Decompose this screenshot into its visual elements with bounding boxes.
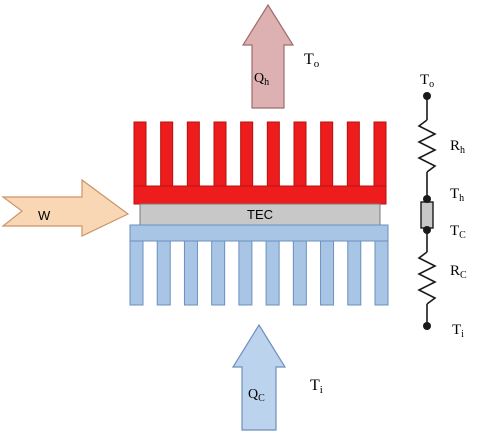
resistor-rh xyxy=(417,119,437,173)
tec-label: TEC xyxy=(247,207,273,222)
circuit-rh-label: Rh xyxy=(450,138,465,156)
cold-sink-fin xyxy=(347,239,362,306)
cold-sink-fin xyxy=(265,239,280,306)
cold-heat-sink xyxy=(129,224,389,306)
ti-label: Ti xyxy=(310,377,323,396)
w-arrow-shape xyxy=(1,178,130,237)
qc-arrow: QC xyxy=(231,323,287,431)
circuit-ti-label: Ti xyxy=(452,322,464,340)
cold-sink-fin xyxy=(292,239,307,306)
cold-sink-fin xyxy=(320,239,335,306)
hot-sink-fin xyxy=(346,121,360,188)
qh-arrow: Qh xyxy=(241,3,295,109)
to-label: To xyxy=(304,51,320,70)
qc-arrow-shape xyxy=(231,323,287,431)
tec-circuit-element xyxy=(420,201,434,229)
circuit-tc-label: TC xyxy=(450,223,466,241)
cold-sink-fin xyxy=(183,239,198,306)
hot-sink-fin xyxy=(186,121,200,188)
tec-module: TEC xyxy=(139,203,381,226)
node-ti xyxy=(423,322,431,330)
node-th xyxy=(423,195,431,203)
cold-sink-fin xyxy=(238,239,253,306)
hot-sink-fin xyxy=(160,121,174,188)
node-tc xyxy=(423,226,431,234)
circuit-to-label: To xyxy=(420,72,434,90)
circuit-rc-label: RC xyxy=(450,263,467,281)
w-arrow: W xyxy=(1,178,130,237)
qh-label: Qh xyxy=(254,71,269,88)
hot-sink-fin xyxy=(266,121,280,188)
cold-sink-fins xyxy=(129,239,389,306)
qc-label: QC xyxy=(248,387,265,404)
hot-sink-fins xyxy=(133,121,387,188)
cold-sink-fin xyxy=(211,239,226,306)
qh-arrow-shape xyxy=(241,3,295,109)
cold-sink-base xyxy=(129,224,389,242)
hot-sink-base xyxy=(133,185,387,205)
w-label: W xyxy=(38,208,51,223)
hot-sink-fin xyxy=(320,121,334,188)
cold-sink-fin xyxy=(156,239,171,306)
hot-sink-fin xyxy=(133,121,147,188)
circuit-th-label: Th xyxy=(450,186,464,204)
node-to xyxy=(423,92,431,100)
hot-sink-fin xyxy=(293,121,307,188)
cold-sink-fin xyxy=(374,239,389,306)
cold-sink-fin xyxy=(129,239,144,306)
resistor-rc xyxy=(417,251,437,305)
hot-sink-fin xyxy=(213,121,227,188)
thermal-circuit xyxy=(417,92,437,330)
hot-sink-fin xyxy=(373,121,387,188)
hot-heat-sink xyxy=(133,121,387,205)
hot-sink-fin xyxy=(240,121,254,188)
